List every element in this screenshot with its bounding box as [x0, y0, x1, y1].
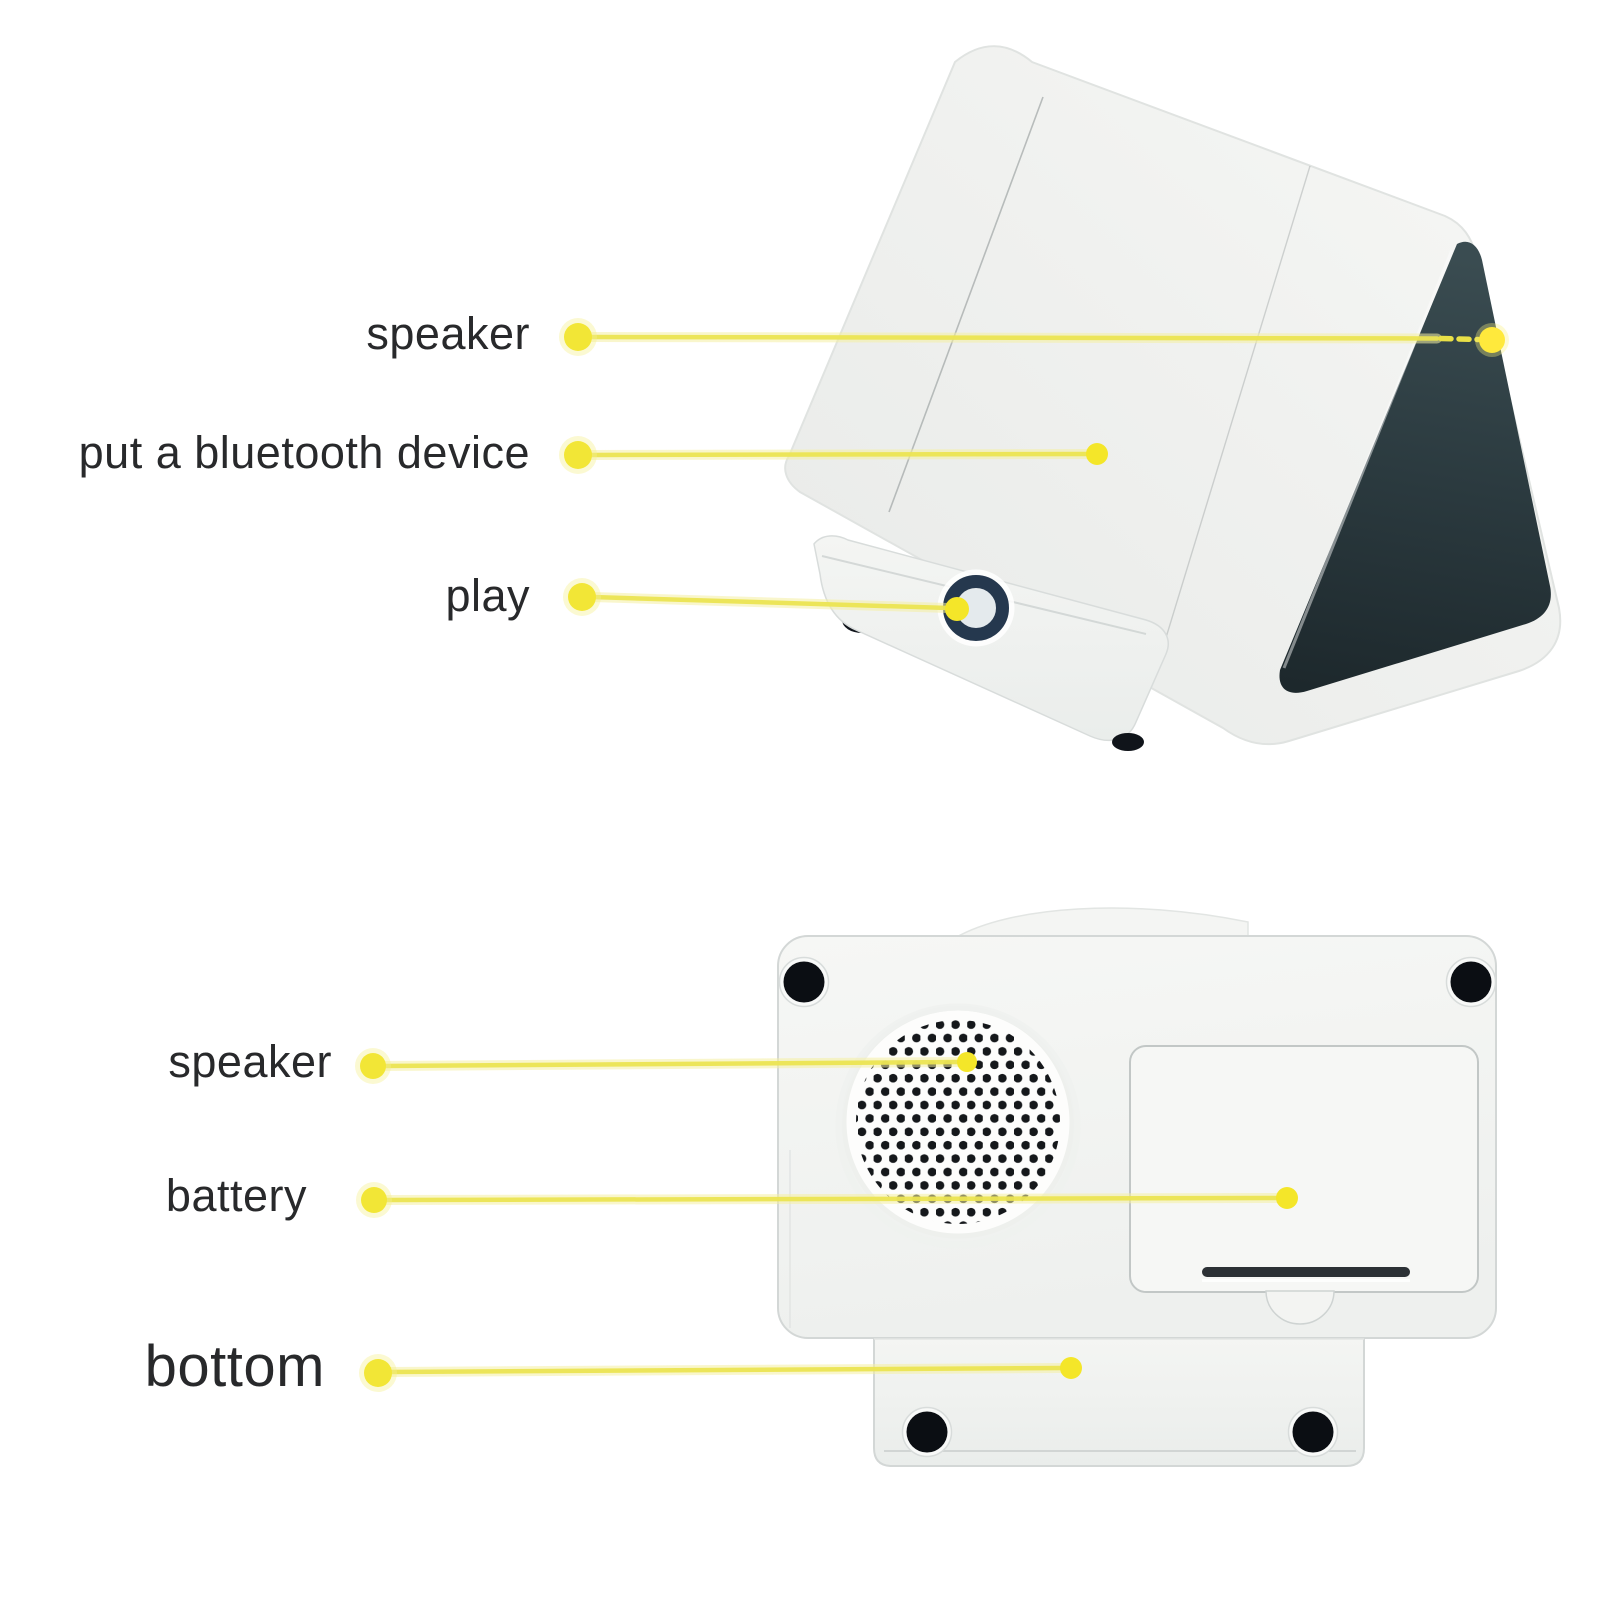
label-speaker-bottom: speaker	[168, 1036, 332, 1087]
leader-bottom	[359, 1354, 1082, 1392]
side-speaker-panel	[1279, 241, 1551, 693]
leader-bluetooth-device	[559, 436, 1108, 474]
rubber-foot	[1112, 733, 1144, 751]
speaker-grille-dots	[856, 1020, 1060, 1224]
callout-dot-battery	[1276, 1187, 1298, 1209]
battery-door-slot-highlight	[1202, 1279, 1410, 1282]
bottom-figure	[777, 907, 1497, 1467]
rubber-foot	[1445, 956, 1497, 1008]
leader-lines	[355, 318, 1509, 1392]
label-play: play	[445, 570, 530, 621]
leader-play	[563, 578, 969, 621]
battery-door-slot	[1202, 1267, 1410, 1277]
rubber-foot	[778, 956, 830, 1008]
callout-dot-bottom	[1060, 1357, 1082, 1379]
speaker-grille-shadow-ring	[835, 1003, 1081, 1249]
leader-speaker-bottom	[355, 1048, 977, 1084]
callout-dot-play	[945, 597, 969, 621]
label-bluetooth-device: put a bluetooth device	[78, 427, 530, 478]
top-figure	[784, 45, 1562, 751]
leader-speaker-top	[559, 318, 1509, 357]
rubber-foot	[1287, 1406, 1339, 1458]
label-speaker-top: speaker	[366, 308, 530, 359]
bottom-tray	[873, 1337, 1365, 1467]
callout-dot-speaker-top	[1479, 327, 1505, 353]
battery-door	[1129, 1045, 1479, 1293]
rubber-foot	[901, 1406, 953, 1458]
label-battery: battery	[165, 1170, 307, 1221]
leader-battery	[356, 1182, 1298, 1218]
label-bottom: bottom	[144, 1334, 325, 1399]
callout-dot-speaker-bottom	[957, 1052, 977, 1072]
play-button-inner	[956, 588, 996, 628]
panel-seam-line	[888, 96, 1044, 513]
wedge-back-hint	[952, 907, 1249, 939]
callout-dot-bluetooth	[1086, 443, 1108, 465]
panel-edge-highlight	[1282, 249, 1454, 669]
panel-seam-line	[1149, 165, 1311, 691]
thumb-notch	[1265, 1290, 1335, 1325]
